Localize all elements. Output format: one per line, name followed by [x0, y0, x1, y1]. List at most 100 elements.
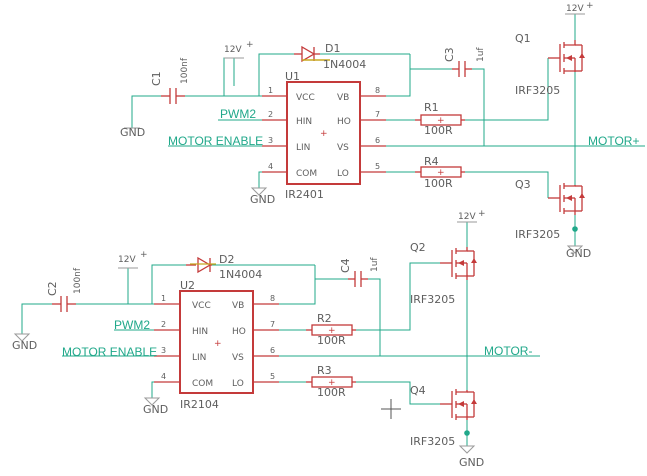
q1-ref: Q1 — [515, 32, 531, 45]
svg-text:VB: VB — [232, 301, 244, 311]
junction-dot — [464, 430, 470, 436]
svg-text:GND: GND — [250, 193, 275, 206]
u1-part: IR2401 — [285, 188, 324, 201]
svg-text:COM: COM — [296, 169, 317, 179]
bottom-supply-12v: 12V + — [118, 250, 148, 269]
svg-text:VCC: VCC — [296, 93, 315, 103]
svg-text:+: + — [437, 168, 445, 178]
svg-text:+: + — [320, 129, 328, 139]
svg-text:LIN: LIN — [296, 143, 310, 153]
enable-net-label: MOTOR ENABLE — [62, 345, 157, 359]
svg-text:HO: HO — [232, 327, 246, 337]
svg-text:VS: VS — [232, 353, 244, 363]
supply-label: 12V — [224, 45, 242, 55]
q4-low-mosfet: Q4 IRF3205 GND — [410, 384, 484, 469]
svg-text:3: 3 — [161, 346, 166, 355]
svg-text:7: 7 — [375, 110, 380, 119]
svg-text:VCC: VCC — [192, 301, 211, 311]
svg-text:+: + — [586, 1, 594, 11]
c1-ref: C1 — [150, 71, 163, 86]
motor-pos-net-label: MOTOR+ — [588, 134, 639, 148]
q3-ref: Q3 — [515, 178, 531, 191]
d2-ref: D2 — [219, 253, 234, 266]
u1-ref: U1 — [285, 70, 300, 83]
r3-gate-resistor: + R3 100R — [306, 364, 356, 399]
bottom-wires — [21, 222, 540, 446]
q4-ref: Q4 — [410, 384, 426, 397]
svg-text:4: 4 — [161, 372, 166, 381]
svg-text:7: 7 — [270, 320, 275, 329]
u2-ref: U2 — [180, 279, 195, 292]
d1-part: 1N4004 — [323, 58, 366, 71]
svg-text:4: 4 — [268, 162, 273, 171]
svg-text:8: 8 — [375, 86, 380, 95]
svg-text:1: 1 — [161, 294, 166, 303]
c2-value: 100nf — [73, 267, 83, 294]
u2-driver-ic: 1 2 3 4 8 7 6 5 VCC HIN LIN COM VB HO VS… — [154, 279, 279, 411]
svg-text:8: 8 — [270, 294, 275, 303]
svg-text:5: 5 — [270, 372, 275, 381]
enable-net-label: MOTOR ENABLE — [168, 134, 263, 148]
c3-value: 1uf — [476, 47, 486, 62]
pwm-net-label: PWM2 — [114, 318, 150, 332]
junction-dot — [572, 226, 578, 232]
bottom-half-bridge: 12V + C2 100nf GND 1 2 — [12, 209, 540, 469]
svg-text:12V: 12V — [118, 255, 136, 265]
cursor-crosshair-icon — [381, 399, 401, 419]
r3-ref: R3 — [317, 364, 332, 377]
svg-text:1: 1 — [268, 86, 273, 95]
u1-driver-ic: 1 2 3 4 8 7 6 5 VCC HIN LIN COM VB HO VS… — [262, 70, 386, 201]
r4-ref: R4 — [424, 155, 439, 168]
svg-text:VB: VB — [337, 93, 349, 103]
svg-text:GND: GND — [143, 403, 168, 416]
svg-text:+: + — [478, 209, 486, 219]
svg-text:3: 3 — [268, 136, 273, 145]
svg-text:HIN: HIN — [192, 327, 208, 337]
motor-neg-net-label: MOTOR- — [484, 344, 532, 358]
svg-text:LO: LO — [232, 379, 244, 389]
d1-boot-diode: D1 1N4004 — [294, 42, 366, 71]
svg-text:+: + — [437, 116, 445, 126]
svg-text:12V: 12V — [566, 4, 584, 14]
r1-gate-resistor: + R1 100R — [415, 101, 465, 137]
u1-ground: GND — [250, 187, 275, 206]
c4-value: 1uf — [370, 257, 380, 272]
top-supply-12v: 12V + — [224, 40, 254, 59]
svg-text:+: + — [246, 40, 254, 50]
r1-value: 100R — [424, 124, 453, 137]
top-wires — [131, 53, 645, 246]
d2-boot-diode: D2 1N4004 — [186, 253, 262, 281]
pwm-net-label: PWM2 — [220, 107, 256, 121]
top-input-capacitor: C1 100nf — [150, 57, 190, 104]
r1-ref: R1 — [424, 101, 439, 114]
svg-text:LIN: LIN — [192, 353, 206, 363]
r2-gate-resistor: + R2 100R — [306, 312, 356, 347]
r3-value: 100R — [317, 386, 346, 399]
svg-text:5: 5 — [375, 162, 380, 171]
svg-text:GND: GND — [459, 456, 484, 469]
svg-text:HIN: HIN — [296, 117, 312, 127]
svg-text:LO: LO — [337, 169, 349, 179]
q1-high-mosfet: 12V + Q1 IRF3205 — [515, 1, 594, 97]
c1-value: 100nf — [180, 57, 190, 84]
q4-part: IRF3205 — [410, 435, 455, 448]
d2-part: 1N4004 — [219, 268, 262, 281]
q3-low-mosfet: Q3 IRF3205 GND — [515, 178, 591, 260]
top-cap-ground: GND — [120, 126, 145, 139]
svg-text:6: 6 — [270, 346, 275, 355]
bottom-input-capacitor: C2 100nf — [46, 267, 83, 312]
d1-ref: D1 — [325, 42, 340, 55]
u2-part: IR2104 — [180, 398, 219, 411]
q3-part: IRF3205 — [515, 228, 560, 241]
svg-text:2: 2 — [268, 110, 273, 119]
svg-text:6: 6 — [375, 136, 380, 145]
r4-gate-resistor: + R4 100R — [415, 155, 465, 190]
r2-ref: R2 — [317, 312, 332, 325]
svg-text:VS: VS — [337, 143, 349, 153]
q2-high-mosfet: 12V + Q2 IRF3205 — [410, 209, 486, 306]
svg-text:GND: GND — [566, 247, 591, 260]
c4-boot-capacitor: C4 1uf — [339, 257, 380, 287]
q1-part: IRF3205 — [515, 84, 560, 97]
q2-ref: Q2 — [410, 241, 426, 254]
